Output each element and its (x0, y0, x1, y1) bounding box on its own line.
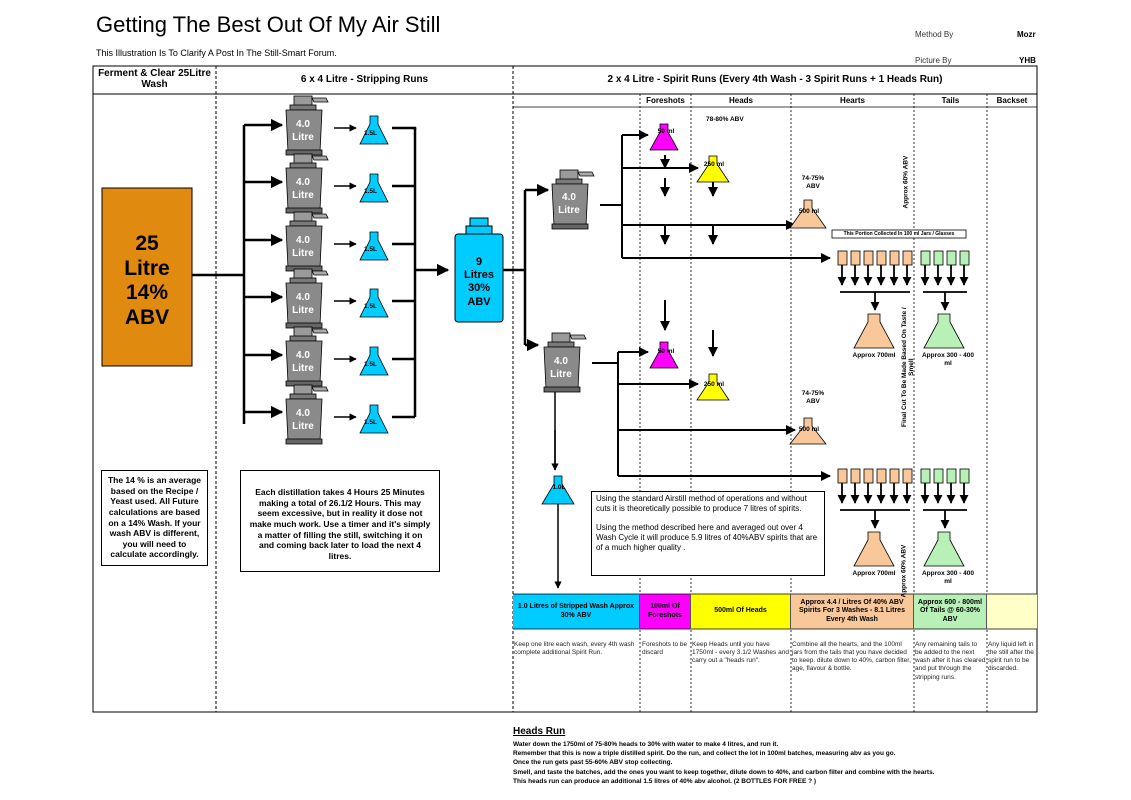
collected-note: This Portion Collected In 100 ml Jars / … (843, 231, 955, 237)
hearts-flask-label: 500 ml (798, 208, 820, 215)
summary-hearts: Approx 4.4 / Litres Of 40% ABV Spirits F… (791, 594, 914, 629)
flask-label: 1.5L (364, 188, 378, 195)
column-header-spirit: 2 x 4 Litre - Spirit Runs (Every 4th Was… (607, 74, 943, 85)
flask-label: 1.5L (364, 419, 378, 426)
heads-run-line: This heads run can produce an additional… (513, 778, 817, 786)
summary-tails: Approx 600 - 800ml Of Tails @ 60-30% ABV (914, 594, 987, 629)
approx-60-label: Approx 60% ABV (902, 155, 910, 209)
method-by-label: Method By (915, 30, 954, 39)
hearts-abv-label: 74-75% ABV (801, 175, 825, 190)
foreshots-flask-label: 50 ml (657, 128, 675, 135)
flask-label: 1.5L (364, 246, 378, 253)
hearts-result-label: Approx 700ml (852, 570, 896, 577)
distillation-note: Each distillation takes 4 Hours 25 Minut… (240, 470, 440, 572)
hearts-flask-label: 500 ml (798, 426, 820, 433)
heads-run-title: Heads Run (513, 726, 566, 737)
page-title: Getting The Best Out Of My Air Still (96, 12, 441, 37)
page-subtitle: This Illustration Is To Clarify A Post I… (96, 48, 337, 58)
method-by-value: Mozr (1017, 30, 1036, 39)
column-header-foreshots: Foreshots (646, 96, 685, 105)
hearts-abv-label: 74-75% ABV (801, 390, 825, 405)
picture-by-label: Picture By (915, 56, 952, 65)
description-foreshots: Foreshots to be discard (642, 641, 688, 657)
column-header-ferment: Ferment & Clear 25Litre Wash (98, 68, 211, 90)
heads-run-section: Heads Run Water down the 1750ml of 75-80… (513, 725, 934, 787)
description-hearts: Combine all the hearts, and the 100ml ja… (792, 641, 911, 673)
method-note: Using the standard Airstill method of op… (591, 491, 825, 576)
column-header-heads: Heads (728, 96, 753, 105)
heads-flask-label: 250 ml (703, 381, 725, 388)
foreshots-flask-label: 50 ml (657, 348, 675, 355)
tails-result-label: Approx 300 - 400 ml (921, 570, 975, 586)
approx-60-label: Approx 60% ABV (900, 544, 908, 598)
description-backset: Any liquid left in the still after the s… (988, 641, 1034, 673)
hearts-result-label: Approx 700ml (852, 352, 896, 359)
heads-run-line: Once the run gets past 55-60% ABV stop c… (513, 759, 673, 767)
description-stripped: Keep one litre each wash, every 4th wash… (514, 641, 635, 657)
summary-heads: 500ml Of Heads (691, 594, 791, 629)
flask-label: 1.5L (364, 130, 378, 137)
summary-backset (987, 594, 1037, 629)
heads-flask-label: 250 ml (703, 161, 725, 168)
column-header-hearts: Hearts (840, 96, 865, 105)
summary-stripped: 1.0 Litres of Stripped Wash Approx 30% A… (513, 594, 640, 629)
heads-run-line: Smell, and taste the batches, add the on… (513, 768, 935, 776)
heads-abv-label: 78-80% ABV (706, 116, 744, 123)
heads-run-line: Water down the 1750ml of 75-80% heads to… (513, 740, 779, 748)
picture-by-value: YHB (1019, 56, 1036, 65)
flask-label: 1.5L (364, 303, 378, 310)
flask-label: 1.5L (364, 361, 378, 368)
heads-run-line: Remember that this is now a triple disti… (513, 749, 896, 757)
tails-result-label: Approx 300 - 400 ml (921, 352, 975, 368)
column-header-tails: Tails (941, 96, 960, 105)
column-header-stripping: 6 x 4 Litre - Stripping Runs (300, 74, 429, 85)
abv-note: The 14 % is an average based on the Reci… (101, 470, 208, 566)
summary-foreshots: 100ml Of Foreshots (640, 594, 691, 629)
description-tails: Any remaining tails to be added to the n… (915, 641, 986, 681)
final-cut-label: Final Cut To Be Made Based On Taste / Sm… (900, 307, 915, 427)
column-header-backset: Backset (996, 96, 1028, 105)
description-heads: Keep Heads until you have 1750ml - every… (692, 641, 789, 665)
stripped-flask-label: 1.0L (552, 484, 566, 491)
